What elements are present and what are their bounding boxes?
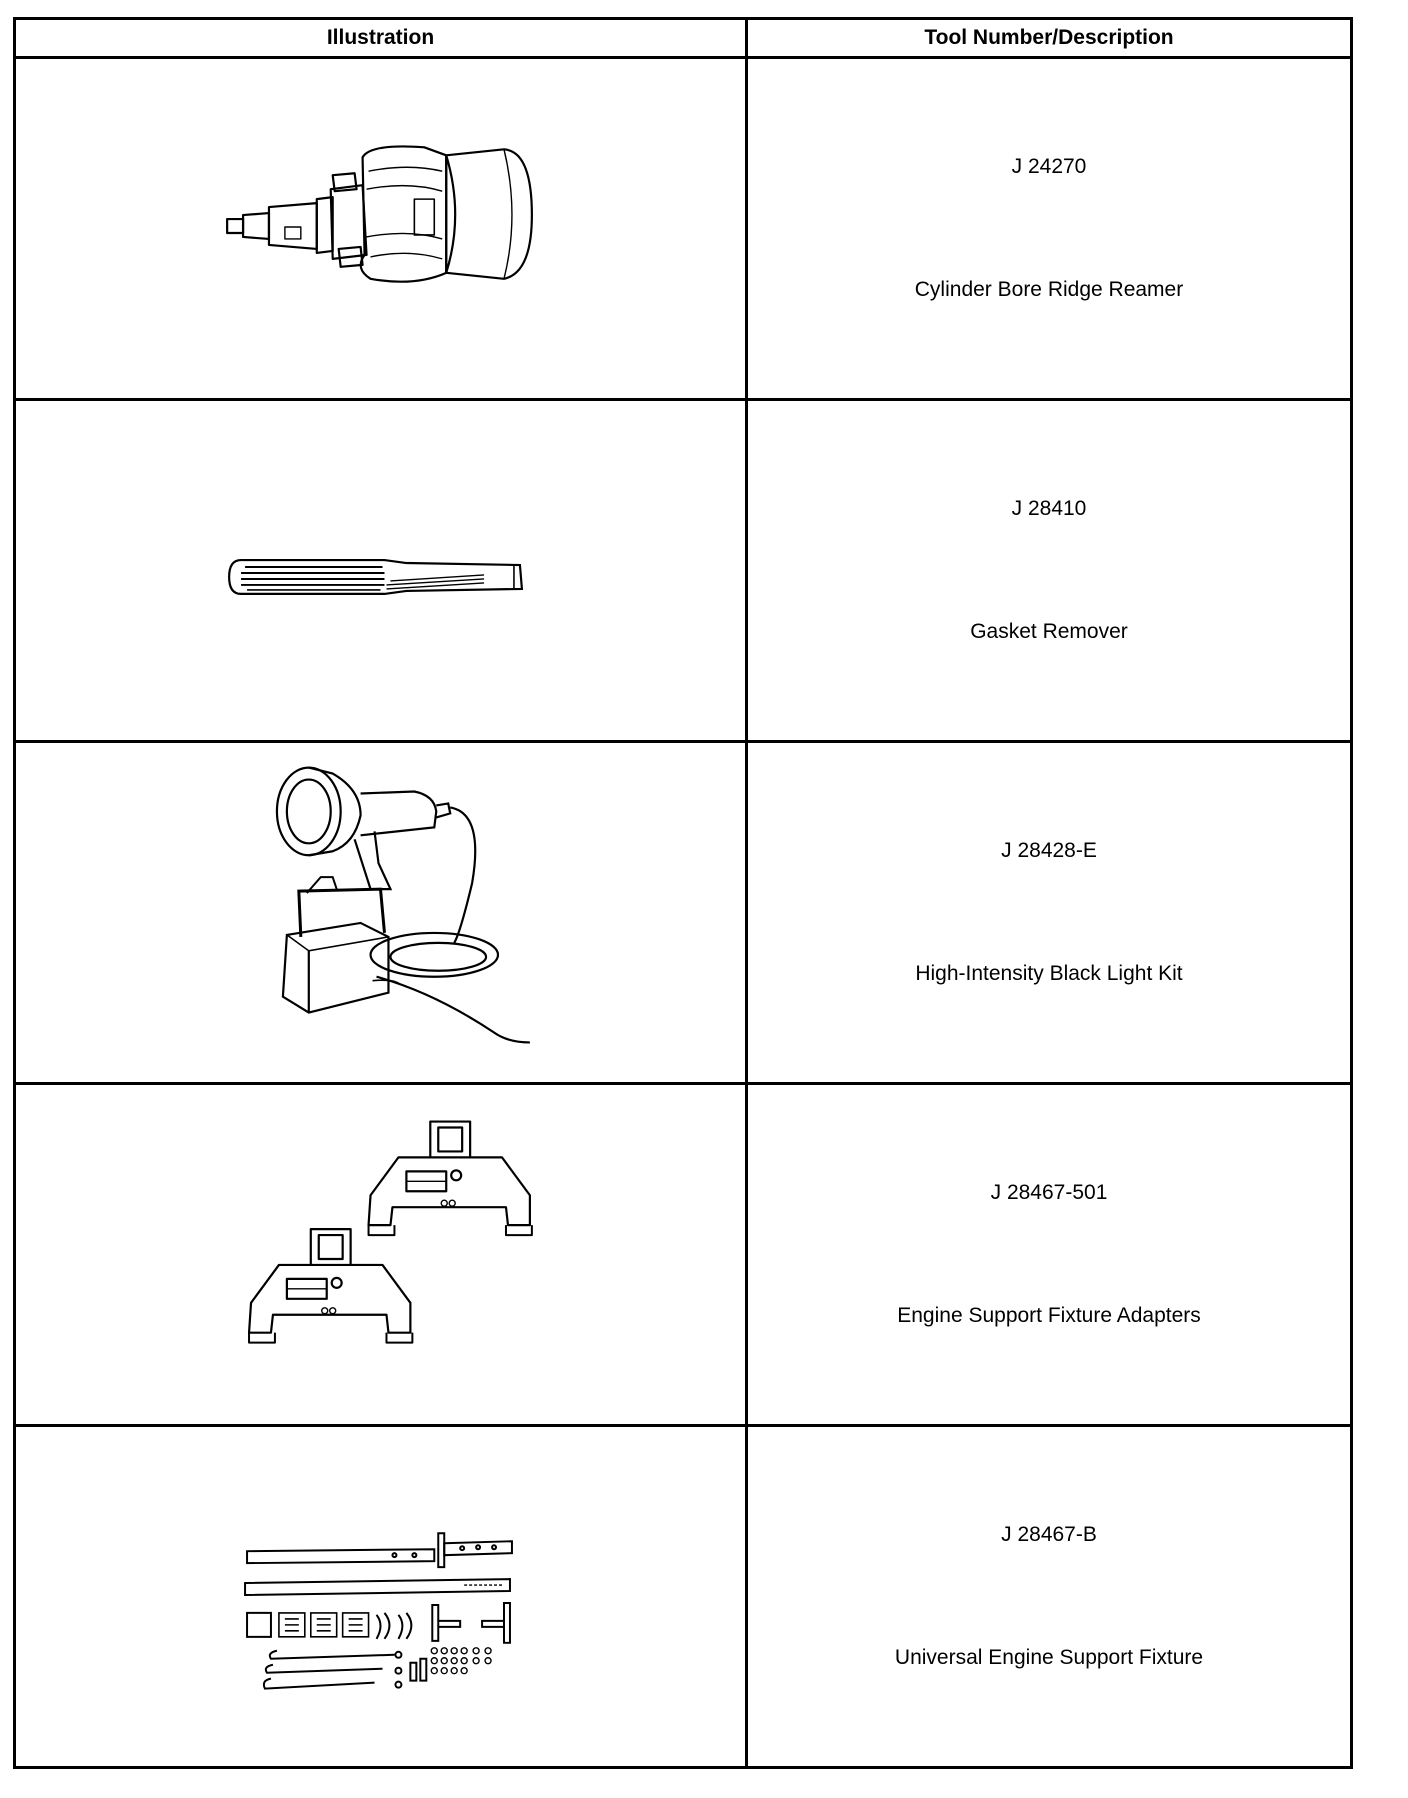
description-cell: J 24270 Cylinder Bore Ridge Reamer: [745, 56, 1353, 401]
illustration-cell: [13, 1424, 748, 1769]
tool-description: Gasket Remover: [970, 620, 1128, 643]
tool-number: J 28467-501: [990, 1181, 1108, 1204]
tool-description: Cylinder Bore Ridge Reamer: [914, 278, 1184, 301]
tool-number: J 28428-E: [1001, 839, 1097, 862]
header-illustration: Illustration: [13, 17, 748, 59]
support-fixture-kit-icon: [244, 1532, 513, 1690]
header-tool-number-description: Tool Number/Description: [745, 17, 1353, 59]
table-row: J 28410 Gasket Remover: [13, 398, 1353, 743]
table-row: J 28428-E High-Intensity Black Light Kit: [13, 740, 1353, 1085]
description-cell: J 28467-501 Engine Support Fixture Adapt…: [745, 1082, 1353, 1427]
tool-number: J 28410: [1011, 497, 1087, 520]
illustration-cell: [13, 740, 748, 1085]
table-row: J 28467-B Universal Engine Support Fixtu…: [13, 1424, 1353, 1769]
description-cell: J 28428-E High-Intensity Black Light Kit: [745, 740, 1353, 1085]
black-light-icon: [275, 766, 530, 1044]
tool-description: High-Intensity Black Light Kit: [915, 962, 1183, 985]
gasket-scraper-icon: [228, 558, 524, 595]
ridge-reamer-icon: [226, 145, 533, 283]
tool-number: J 28467-B: [1001, 1523, 1097, 1546]
header-row: Illustration Tool Number/Description: [13, 17, 1353, 59]
tool-description: Universal Engine Support Fixture: [894, 1646, 1204, 1669]
description-cell: J 28467-B Universal Engine Support Fixtu…: [745, 1424, 1353, 1769]
table-row: J 24270 Cylinder Bore Ridge Reamer: [13, 56, 1353, 401]
support-adapters-icon: [247, 1120, 533, 1344]
special-tools-table: Illustration Tool Number/Description: [13, 17, 1353, 1769]
illustration-cell: [13, 398, 748, 743]
tool-description: Engine Support Fixture Adapters: [897, 1304, 1201, 1327]
description-cell: J 28410 Gasket Remover: [745, 398, 1353, 743]
tool-number: J 24270: [1011, 155, 1087, 178]
table-row: J 28467-501 Engine Support Fixture Adapt…: [13, 1082, 1353, 1427]
illustration-cell: [13, 56, 748, 401]
illustration-cell: [13, 1082, 748, 1427]
